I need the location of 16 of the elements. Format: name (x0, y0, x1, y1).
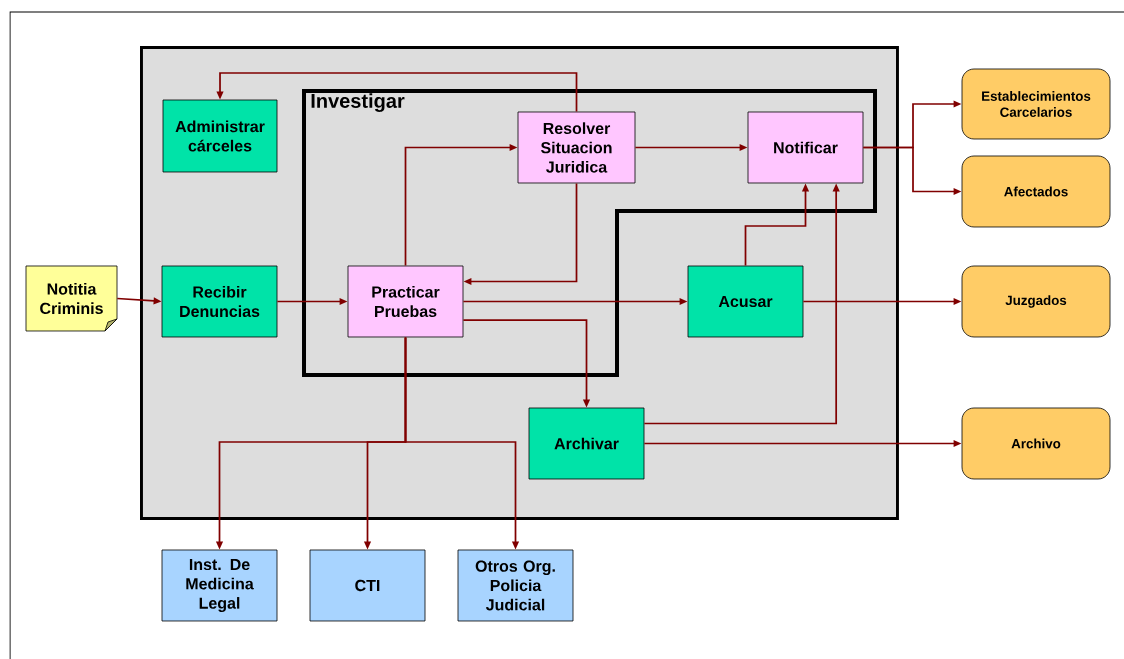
entity-box: Inst. De Medicina Legal (161, 549, 278, 622)
entity-box: CTI (309, 549, 426, 622)
entity-box: Otros Org. Policia Judicial (457, 549, 574, 622)
process-box: Archivar (528, 407, 645, 480)
process-box: Practicar Pruebas (347, 265, 464, 338)
process-box: Resolver Situacion Juridica (517, 111, 636, 184)
note-box: Notitia Criminis (25, 265, 118, 332)
process-box: Recibir Denuncias (161, 265, 278, 338)
process-box: Notificar (747, 111, 864, 184)
entity-box: Archivo (961, 407, 1111, 480)
entity-box: Establecimientos Carcelarios (961, 68, 1111, 140)
process-box: Administrar cárceles (162, 99, 278, 173)
entity-box: Afectados (961, 155, 1111, 228)
process-box: Acusar (687, 265, 804, 338)
arrow (216, 72, 578, 113)
entity-box: Juzgados (961, 265, 1111, 338)
